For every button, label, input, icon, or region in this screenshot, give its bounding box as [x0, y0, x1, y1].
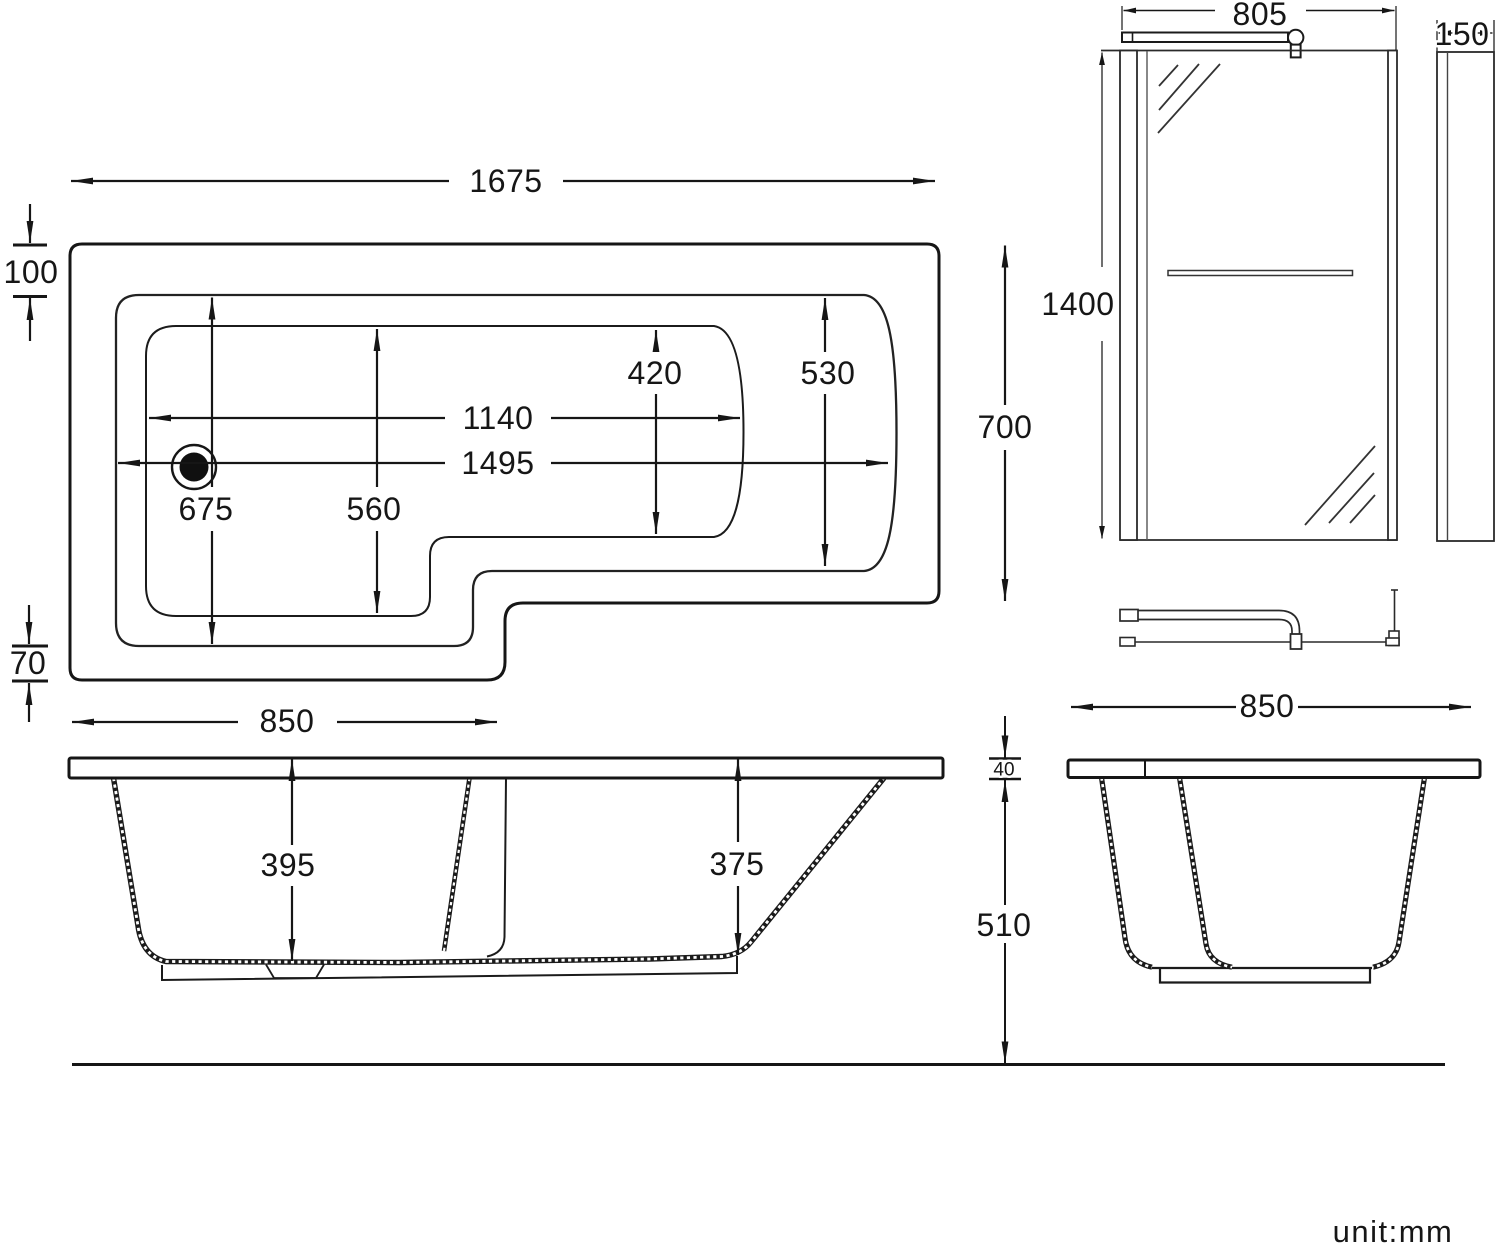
unit-note: unit:mm: [1333, 1214, 1454, 1247]
dim-rim-thickness: [989, 716, 1021, 781]
screen-brace-ball-joint: [1287, 28, 1305, 47]
glass-shine-bottom: [1304, 445, 1376, 526]
dim-label-interior-width: 560: [347, 491, 402, 527]
screen-towel-bar: [1167, 269, 1354, 277]
screen-front-view: 805 1400 150: [1039, 0, 1495, 542]
dim-label-depth-shower-end: 395: [261, 847, 316, 883]
dim-rim-offset-top: [13, 204, 47, 341]
dim-return-panel-width: [1436, 20, 1495, 52]
screen-right-frame: [1387, 49, 1398, 541]
drain-ring: [170, 443, 218, 491]
screen-wall-profile: [1119, 49, 1138, 541]
side-elevation: 395 375: [67, 756, 945, 982]
topview-brace-bar-outer: [1138, 609, 1301, 634]
dim-label-height-below-rim: 510: [977, 907, 1032, 943]
side-drain-sump: [265, 964, 325, 979]
plan-floor-edge: [145, 325, 745, 617]
dim-label-bath-end-width: 700: [978, 409, 1033, 445]
side-step-hidden-edge: [441, 777, 472, 952]
topview-bar-cap: [1119, 608, 1139, 622]
dim-label-end-width: 850: [1240, 688, 1295, 724]
plan-view: 1675 100 70 850 700: [1, 161, 1034, 742]
glass-shine-top: [1157, 63, 1221, 134]
dim-label-depth-tap-end: 375: [710, 846, 765, 882]
dim-label-rim-length: 1495: [461, 445, 534, 481]
dim-label-drain-position: 675: [179, 491, 234, 527]
dim-label-screen-width: 805: [1233, 0, 1288, 32]
dim-label-overall-length: 1675: [469, 163, 542, 199]
end-left-wall: [1098, 777, 1153, 970]
drain-hole: [179, 452, 209, 482]
topview-clamp: [1289, 633, 1303, 650]
end-rim: [1066, 758, 1482, 779]
end-right-wall: [1372, 777, 1428, 970]
dim-label-screen-height: 1400: [1041, 286, 1114, 322]
dim-label-floor-length: 1140: [463, 400, 534, 436]
plan-rim-edge: [114, 293, 898, 648]
dim-screen-width: [1121, 6, 1397, 50]
end-elevation: 850 40 510: [974, 686, 1482, 1064]
topview-wall-profile: [1119, 636, 1136, 647]
dim-label-floor-width-tap-end: 420: [628, 355, 683, 391]
dim-label-rim-offset-top: 100: [4, 254, 59, 290]
dim-label-return-panel-width: 150: [1435, 16, 1490, 52]
return-panel: [1436, 51, 1495, 542]
dim-label-rim-width-tap-end: 530: [801, 355, 856, 391]
topview-brace-bar-inner: [1138, 618, 1293, 634]
side-shell-band: [110, 776, 887, 966]
end-far-wall: [1176, 777, 1233, 970]
side-skirt-line: [161, 956, 738, 982]
dim-label-rim-thickness: 40: [993, 760, 1014, 781]
side-rim: [67, 756, 945, 780]
dim-label-rim-offset-bottom: 70: [10, 645, 47, 681]
screen-brace-bar: [1121, 31, 1289, 43]
dim-rim-offset-bottom: [12, 605, 48, 722]
dim-label-shower-end-width: 850: [260, 703, 315, 739]
topview-corner-bracket-h: [1385, 637, 1400, 647]
side-step-edge: [486, 777, 507, 958]
screen-top-view: [1119, 589, 1400, 650]
end-plinth: [1158, 968, 1372, 984]
